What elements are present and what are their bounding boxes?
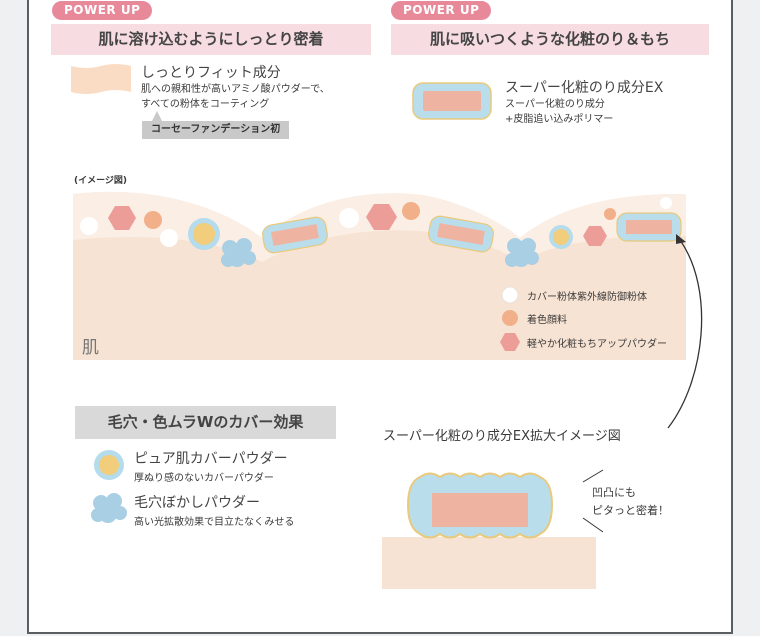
zoom-skin-block: [382, 537, 596, 589]
first-in-kose-tag: コーセーファンデーション初: [142, 121, 290, 139]
left-card-heading: 肌に溶け込むようにしっとり密着: [51, 24, 371, 55]
pink-hexagon-3: [583, 226, 607, 246]
image-caption: (イメージ図): [74, 176, 128, 186]
skin-label: 肌: [82, 338, 99, 358]
right-item-title: スーパー化粧のり成分EX: [505, 80, 664, 96]
power-up-badge-right: POWER UP: [391, 1, 492, 20]
zoom-note-2: ピタっと密着！: [592, 504, 669, 517]
right-item-desc-2: +皮脂追い込みポリマー: [505, 114, 614, 125]
pink-hexagon-1: [108, 206, 136, 230]
blur-powder-1: [221, 238, 256, 267]
legend-label-cover: カバー粉体紫外線防御粉体: [527, 292, 647, 303]
gold-powder-2: [549, 225, 573, 249]
fit-ingredient-icon: [71, 64, 131, 94]
orange-dot-2: [402, 202, 420, 220]
white-dot-4: [660, 197, 672, 209]
orange-dot-1: [144, 211, 162, 229]
cover-item-2-desc: 高い光拡散効果で目立たなくみせる: [134, 517, 295, 528]
white-dot-3: [339, 208, 359, 228]
orange-dot-icon: [502, 310, 518, 326]
tag-pointer: [152, 111, 162, 121]
pink-hexagon-icon: [500, 333, 520, 351]
blur-powder-2: [505, 238, 539, 267]
zoom-particle: [406, 472, 554, 539]
cover-item-2-title: 毛穴ぼかしパウダー: [134, 495, 260, 511]
left-item-desc-1: 肌への親和性が高いアミノ酸パウダーで、: [141, 84, 330, 95]
pore-blur-powder-icon: [91, 493, 127, 523]
pure-cover-powder-icon: [94, 450, 124, 480]
white-dot-icon: [501, 286, 519, 304]
note-line-1: [582, 469, 604, 483]
right-card-heading: 肌に吸いつくような化粧のり＆もち: [391, 24, 709, 55]
super-ex-particle-2: [428, 215, 494, 253]
legend-label-pigment: 着色顔料: [527, 315, 567, 326]
left-item-desc-2: すべての粉体をコーティング: [141, 99, 270, 110]
note-line-2: [582, 517, 604, 533]
left-item-title: しっとりフィット成分: [141, 65, 281, 81]
super-ex-particle-3: [616, 212, 682, 242]
zoom-arrow: [667, 239, 703, 429]
cover-item-1-desc: 厚ぬり感のないカバーパウダー: [134, 473, 274, 484]
cover-effect-heading: 毛穴・色ムラWのカバー効果: [75, 406, 336, 439]
power-up-badge-left: POWER UP: [52, 1, 153, 20]
orange-dot-3: [604, 208, 616, 220]
pink-hexagon-2: [366, 204, 397, 230]
cover-item-1-title: ピュア肌カバーパウダー: [134, 451, 288, 467]
white-dot-1: [80, 217, 98, 235]
legend-label-powder: 軽やか化粧もちアップパウダー: [527, 339, 667, 350]
super-ex-particle-1: [262, 216, 328, 254]
super-ex-particle-icon: [412, 82, 492, 120]
zoom-caption: スーパー化粧のり成分EX拡大イメージ図: [383, 429, 621, 444]
zoom-note-1: 凹凸にも: [592, 486, 636, 499]
white-dot-2: [160, 229, 178, 247]
gold-powder-1: [188, 218, 220, 250]
zoom-arrow-head: [676, 234, 686, 244]
right-item-desc-1: スーパー化粧のり成分: [505, 99, 605, 110]
